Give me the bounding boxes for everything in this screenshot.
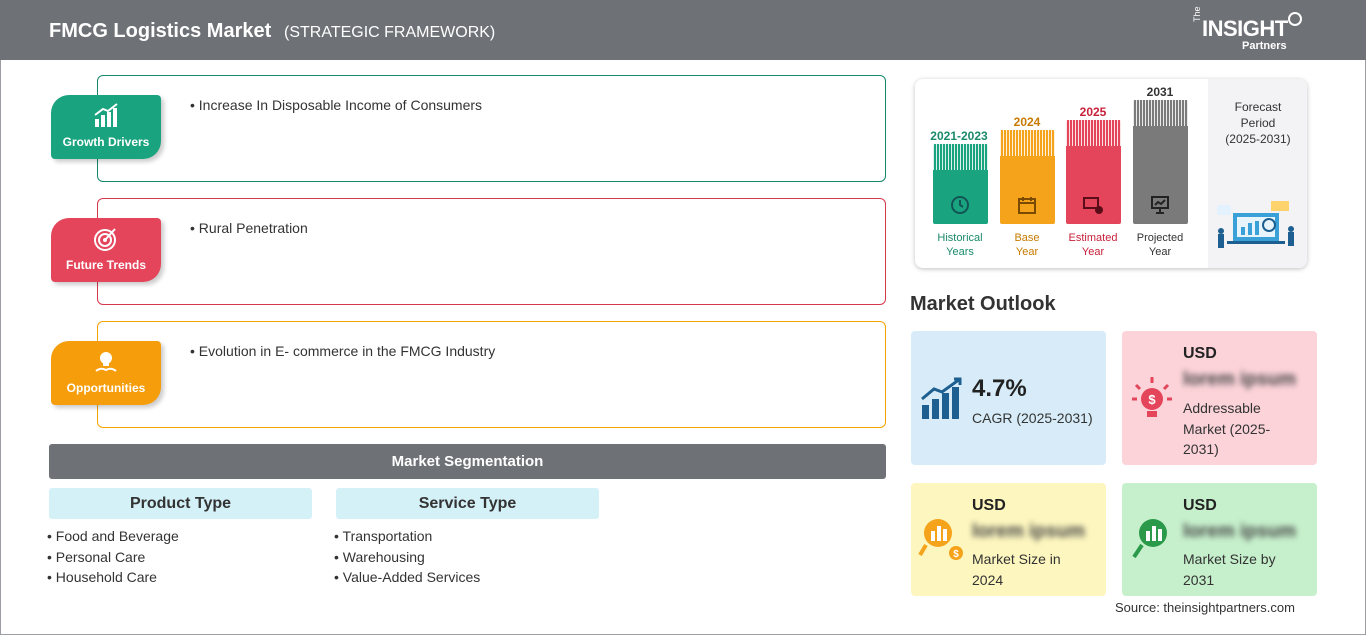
cagr-value: 4.7% bbox=[972, 375, 1027, 402]
growth-drivers-bullet: • Increase In Disposable Income of Consu… bbox=[190, 97, 483, 113]
growth-chart-icon bbox=[921, 377, 962, 419]
future-trends-bullet: • Rural Penetration bbox=[190, 220, 308, 236]
size-2031-value: lorem ipsum bbox=[1183, 521, 1296, 542]
estimated-bar bbox=[1066, 120, 1121, 224]
projected-year: 2031 bbox=[1146, 85, 1174, 99]
addressable-market-card: $ USD lorem ipsum Addressable Market (20… bbox=[1122, 331, 1317, 465]
cagr-card: 4.7% CAGR (2025-2031) bbox=[911, 331, 1106, 465]
future-trends-badge: Future Trends bbox=[51, 218, 161, 282]
product-type-list: Food and Beverage Personal Care Househol… bbox=[47, 526, 179, 588]
list-item: Transportation bbox=[334, 526, 480, 547]
size-2024-currency: USD bbox=[972, 497, 1006, 514]
list-item: Personal Care bbox=[47, 547, 179, 568]
cagr-label: CAGR (2025-2031) bbox=[972, 410, 1093, 426]
historical-bar bbox=[933, 144, 988, 224]
addressable-label: Addressable Market (2025- 2031) bbox=[1183, 400, 1271, 457]
page-subtitle: (STRATEGIC FRAMEWORK) bbox=[284, 24, 496, 41]
growth-drivers-label: Growth Drivers bbox=[62, 135, 150, 149]
lightbulb-hand-icon bbox=[95, 352, 117, 372]
addressable-value: lorem ipsum bbox=[1183, 369, 1296, 390]
market-size-2024-card: $ USD lorem ipsum Market Size in 2024 bbox=[911, 483, 1106, 596]
magnifier-chart-icon: $ bbox=[918, 519, 963, 560]
product-type-heading: Product Type bbox=[49, 488, 312, 519]
future-trends-box: • Rural Penetration bbox=[97, 198, 886, 305]
list-item: Household Care bbox=[47, 567, 179, 588]
base-year: 2024 bbox=[1013, 115, 1041, 129]
list-item: Warehousing bbox=[334, 547, 480, 568]
addressable-currency: USD bbox=[1183, 345, 1217, 362]
list-item: Value-Added Services bbox=[334, 567, 480, 588]
size-2031-currency: USD bbox=[1183, 497, 1217, 514]
size-2031-label: Market Size by 2031 bbox=[1183, 551, 1276, 588]
size-2024-label: Market Size in 2024 bbox=[972, 551, 1061, 588]
market-segmentation-header: Market Segmentation bbox=[49, 444, 886, 479]
svg-text:$: $ bbox=[1148, 392, 1156, 407]
base-bar bbox=[1000, 130, 1055, 224]
estimated-year: 2025 bbox=[1079, 105, 1107, 119]
analytics-illustration-icon bbox=[1217, 201, 1294, 248]
service-type-heading: Service Type bbox=[336, 488, 599, 519]
size-2024-value: lorem ipsum bbox=[972, 521, 1085, 542]
source-link[interactable]: Source: theinsightpartners.com bbox=[1115, 600, 1295, 615]
presentation-icon bbox=[1151, 196, 1169, 214]
service-type-list: Transportation Warehousing Value-Added S… bbox=[334, 526, 481, 588]
market-outlook-title: Market Outlook bbox=[910, 293, 1056, 315]
logo-partners: Partners bbox=[1242, 40, 1287, 52]
logo-the: The bbox=[1192, 6, 1202, 22]
history-icon bbox=[951, 196, 969, 214]
market-size-2031-card: USD lorem ipsum Market Size by 2031 bbox=[1122, 483, 1317, 596]
list-item: Food and Beverage bbox=[47, 526, 179, 547]
magnifier-chart-icon bbox=[1132, 519, 1167, 559]
historical-year: 2021-2023 bbox=[930, 129, 988, 143]
page-title: FMCG Logistics Market bbox=[49, 20, 272, 42]
estimate-icon bbox=[1083, 197, 1103, 214]
opportunities-badge: Opportunities bbox=[51, 341, 161, 405]
calendar-icon bbox=[1018, 197, 1036, 214]
logo-mark-icon bbox=[1288, 12, 1302, 26]
forecast-period-text: Forecast Period (2025-2031) bbox=[1225, 100, 1291, 146]
svg-text:$: $ bbox=[953, 549, 959, 560]
target-icon bbox=[94, 228, 116, 251]
dollar-bulb-icon: $ bbox=[1132, 377, 1172, 417]
opportunities-label: Opportunities bbox=[66, 381, 146, 395]
growth-drivers-box: • Increase In Disposable Income of Consu… bbox=[97, 75, 886, 182]
growth-drivers-badge: Growth Drivers bbox=[51, 95, 161, 159]
growth-chart-icon bbox=[94, 103, 118, 127]
projected-bar bbox=[1133, 100, 1188, 224]
opportunities-bullet: • Evolution in E- commerce in the FMCG I… bbox=[190, 343, 496, 359]
insight-partners-logo[interactable]: The INSIGHT Partners bbox=[1192, 6, 1312, 54]
opportunities-box: • Evolution in E- commerce in the FMCG I… bbox=[97, 321, 886, 428]
future-trends-label: Future Trends bbox=[65, 258, 146, 272]
logo-word: INSIGHT bbox=[1202, 16, 1288, 41]
header-bar: FMCG Logistics Market (STRATEGIC FRAMEWO… bbox=[0, 0, 1366, 60]
